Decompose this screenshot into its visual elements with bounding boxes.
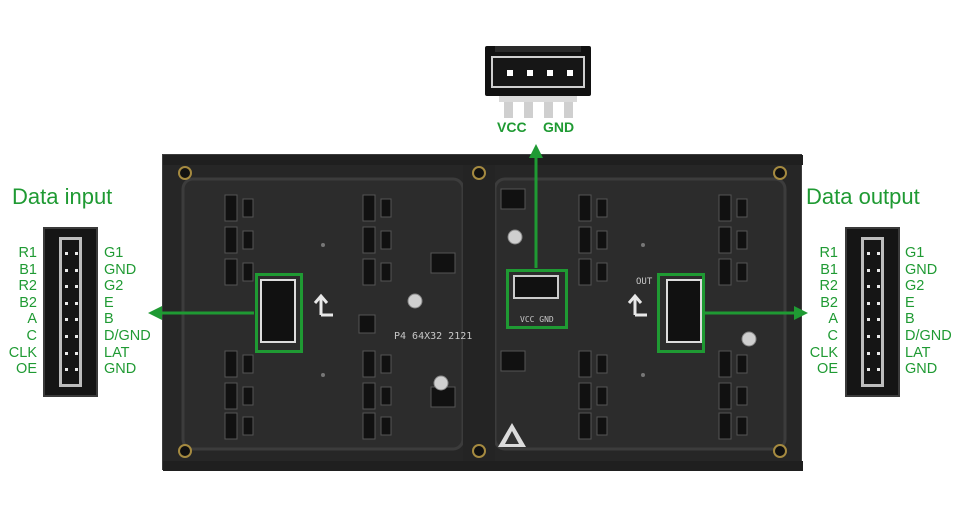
header-pin-dot bbox=[867, 268, 870, 272]
header-pin-dot bbox=[65, 252, 68, 255]
pin-label: CLK bbox=[8, 344, 37, 361]
pin-label: GND bbox=[104, 261, 137, 278]
pin-label: R2 bbox=[18, 278, 37, 295]
header-pin-dot bbox=[65, 318, 68, 322]
pin-label: G1 bbox=[905, 245, 925, 261]
header-pin-dot bbox=[877, 318, 880, 322]
input-pins-left: R1 B1 R2 B2 A C CLK OE bbox=[2, 245, 37, 378]
header-pin-dot bbox=[867, 318, 870, 322]
header-pin-dot bbox=[65, 368, 68, 372]
pin-label: B bbox=[104, 311, 114, 328]
data-output-title: Data output bbox=[806, 184, 920, 209]
pin-label: A bbox=[27, 311, 37, 328]
pin-label: G2 bbox=[905, 278, 925, 295]
header-pin-dot bbox=[65, 335, 68, 338]
pin-label: LAT bbox=[104, 344, 130, 361]
header-pin-dot bbox=[65, 351, 68, 355]
header-pin-dot bbox=[877, 351, 880, 355]
vcc-label: VCC bbox=[497, 119, 527, 135]
header-pin-dot bbox=[75, 351, 78, 355]
pin-label: R2 bbox=[819, 278, 838, 295]
pin-label: GND bbox=[104, 361, 137, 378]
pin-label: C bbox=[26, 327, 37, 344]
output-pins-left: R1 B1 R2 B2 A C CLK OE bbox=[800, 245, 838, 378]
pin-label: LAT bbox=[905, 344, 931, 361]
pin-label: R1 bbox=[18, 245, 37, 261]
data-input-title: Data input bbox=[12, 184, 113, 209]
header-pin-dot bbox=[65, 268, 68, 272]
header-pin-dot bbox=[877, 335, 880, 338]
output-hub-connector bbox=[845, 227, 900, 397]
pin-label: CLK bbox=[809, 344, 838, 361]
panel-output-connector bbox=[666, 279, 702, 343]
header-pin-dot bbox=[75, 252, 78, 255]
pin-label: A bbox=[828, 311, 838, 328]
header-pin-dot bbox=[877, 368, 880, 372]
pin-label: G1 bbox=[104, 245, 124, 261]
pin-label: G2 bbox=[104, 278, 124, 295]
panel-input-connector bbox=[260, 279, 296, 343]
pin-label: B2 bbox=[19, 294, 37, 311]
header-pin-dot bbox=[877, 285, 880, 289]
pin-label: GND bbox=[905, 361, 938, 378]
panel-out-silk: OUT bbox=[636, 277, 653, 287]
pin-label: B1 bbox=[820, 261, 838, 278]
header-pin-dot bbox=[75, 318, 78, 322]
input-highlight-box bbox=[255, 273, 303, 353]
input-pins-right: G1 GND G2 E B D/GND LAT GND bbox=[104, 245, 151, 378]
header-pin-dot bbox=[75, 335, 78, 338]
panel-power-silk: VCC GND bbox=[520, 315, 554, 324]
header-pin-dot bbox=[867, 368, 870, 372]
pin-label: E bbox=[905, 294, 915, 311]
header-pin-dot bbox=[867, 285, 870, 289]
header-pin-dot bbox=[65, 301, 68, 305]
header-pin-dot bbox=[75, 285, 78, 289]
header-pin-dot bbox=[65, 285, 68, 289]
power-connector bbox=[485, 46, 591, 118]
output-highlight-box bbox=[657, 273, 705, 353]
header-pin-dot bbox=[877, 301, 880, 305]
led-panel-back: VCC GND P4 64X32 2121 OUT bbox=[162, 154, 803, 471]
pin-label: R1 bbox=[819, 245, 838, 261]
pin-label: C bbox=[827, 327, 838, 344]
pin-label: B1 bbox=[19, 261, 37, 278]
header-pin-dot bbox=[75, 368, 78, 372]
silk-gnd: GND bbox=[539, 315, 554, 324]
pin-label: OE bbox=[817, 361, 838, 378]
pin-label: OE bbox=[16, 361, 37, 378]
header-pin-dot bbox=[867, 335, 870, 338]
panel-power-connector bbox=[513, 275, 559, 299]
header-pin-dot bbox=[75, 301, 78, 305]
panel-model-silk: P4 64X32 2121 bbox=[394, 331, 473, 342]
header-pin-dot bbox=[867, 301, 870, 305]
header-pin-dot bbox=[75, 268, 78, 272]
input-hub-connector bbox=[43, 227, 98, 397]
pin-label: E bbox=[104, 294, 114, 311]
header-pin-dot bbox=[877, 252, 880, 255]
header-pin-dot bbox=[867, 252, 870, 255]
pin-label: D/GND bbox=[905, 327, 952, 344]
header-pin-dot bbox=[877, 268, 880, 272]
pin-label: GND bbox=[905, 261, 938, 278]
silk-vcc: VCC bbox=[520, 315, 535, 324]
output-pins-right: G1 GND G2 E B D/GND LAT GND bbox=[905, 245, 952, 378]
pin-label: B bbox=[905, 311, 915, 328]
pin-label: D/GND bbox=[104, 327, 151, 344]
header-pin-dot bbox=[867, 351, 870, 355]
pin-label: B2 bbox=[820, 294, 838, 311]
gnd-label: GND bbox=[543, 119, 575, 135]
power-highlight-box bbox=[506, 269, 568, 329]
